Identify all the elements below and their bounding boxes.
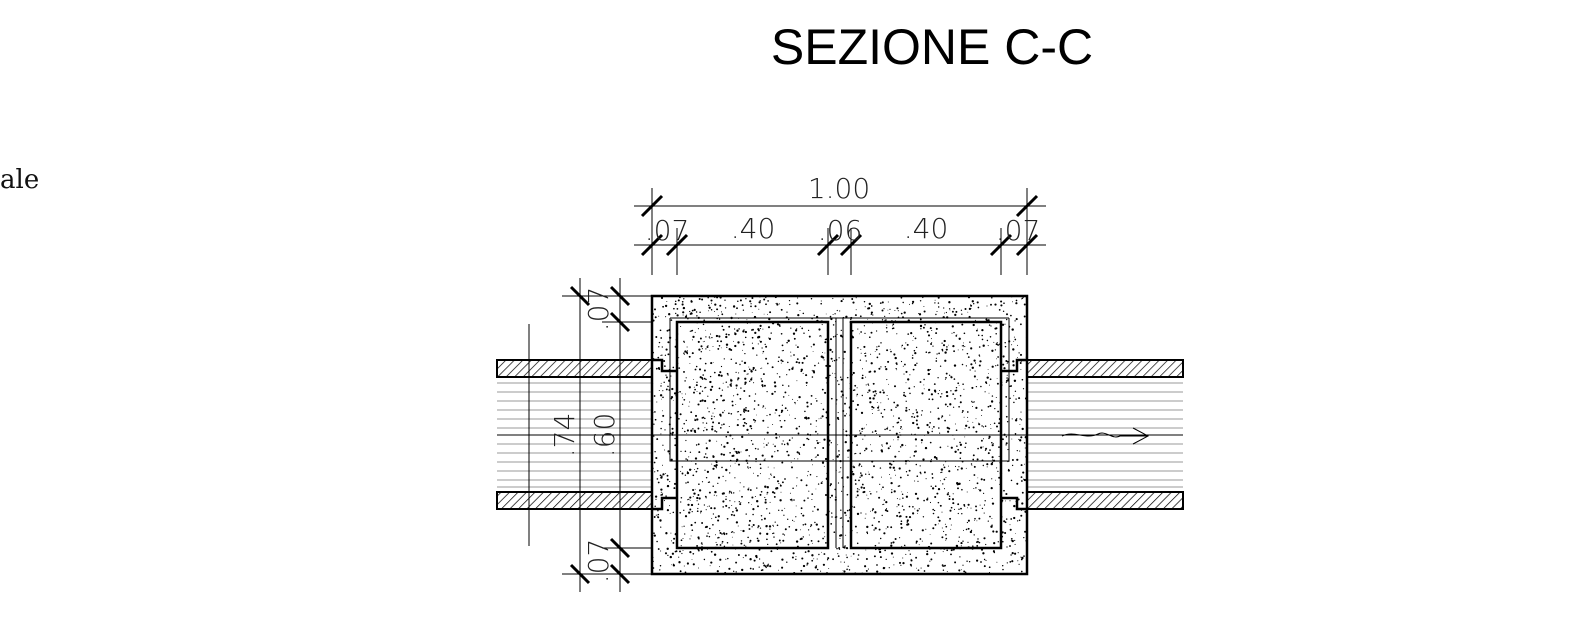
flow-arrow-icon (1061, 427, 1150, 445)
dimension-top (634, 188, 1046, 275)
dimension-left (528, 278, 652, 592)
dim-wall-left: .07 (645, 214, 690, 247)
pipe-wall-right-top (1000, 359, 1184, 378)
pipe-wall-right-bottom (1000, 491, 1184, 510)
dim-pipe-outer: .74 (548, 413, 581, 458)
pipe-wall-left-bottom (496, 491, 678, 510)
concrete-outline (650, 294, 1029, 576)
divider-inner-lines (835, 318, 844, 548)
pipe-wall-left-top (496, 359, 678, 378)
dim-divider: .06 (818, 214, 863, 247)
pipe-step-right (1001, 358, 1027, 511)
dim-overall-width: 1.00 (808, 172, 870, 205)
dim-cell-right: .40 (904, 212, 949, 245)
drawing-title: SEZIONE C-C (771, 19, 1093, 75)
dim-bottom-slab: .07 (582, 539, 615, 584)
inner-thin-outline (669, 317, 1010, 462)
dim-top-slab: .07 (582, 287, 615, 332)
pipe-step-left (652, 358, 677, 511)
dim-cell-left: .40 (731, 212, 776, 245)
dim-pipe-inner: .60 (588, 413, 621, 458)
pipe-bore-lines (497, 382, 1183, 488)
side-text-fragment: ale (0, 165, 39, 195)
dim-wall-right: .07 (996, 214, 1041, 247)
